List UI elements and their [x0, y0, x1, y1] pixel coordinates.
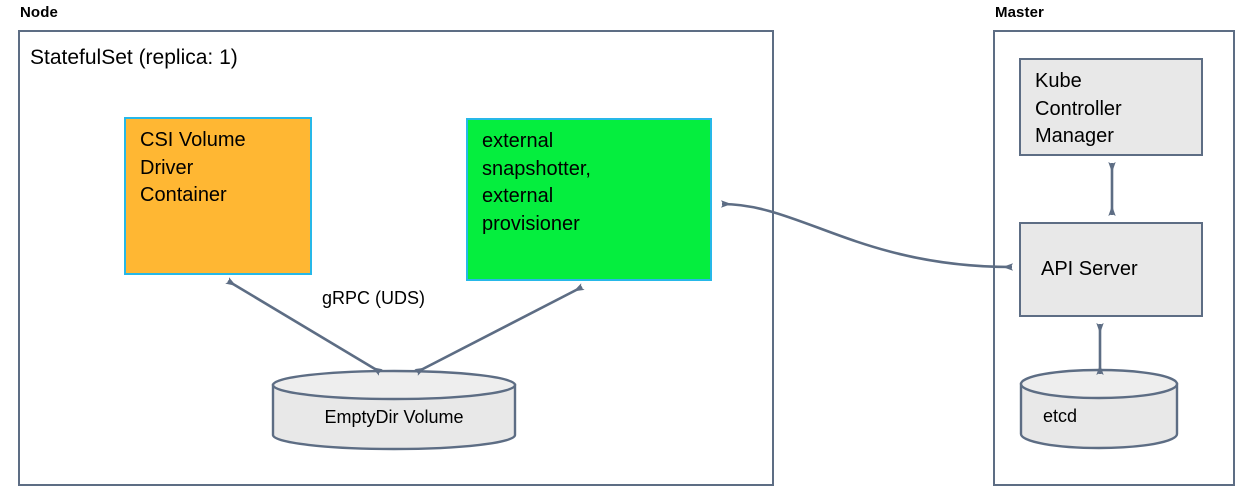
group-label-node: Node — [20, 4, 58, 21]
node-external-sidecars[interactable]: external snapshotter, external provision… — [466, 118, 712, 281]
sidecar-line-3: external — [482, 185, 554, 208]
node-api-server[interactable]: API Server — [1019, 222, 1203, 317]
group-label-master: Master — [995, 4, 1044, 21]
emptydir-cylinder-shape — [271, 369, 517, 451]
api-server-label: API Server — [1041, 257, 1138, 280]
node-emptydir-volume[interactable]: EmptyDir Volume — [271, 369, 517, 451]
kcm-line-2: Controller — [1035, 97, 1122, 120]
statefulset-title: StatefulSet (replica: 1) — [30, 46, 238, 69]
node-kube-controller-manager[interactable]: Kube Controller Manager — [1019, 58, 1203, 156]
edge-label-grpc-uds: gRPC (UDS) — [322, 288, 426, 308]
csi-line-1: CSI Volume — [140, 129, 246, 151]
node-etcd[interactable]: etcd — [1019, 368, 1179, 450]
edge-sidecars-to-emptydir — [414, 283, 585, 376]
sidecar-line-1: external — [482, 130, 554, 152]
etcd-cylinder-shape — [1019, 368, 1179, 450]
sidecar-line-2: snapshotter, — [482, 157, 591, 180]
node-csi-volume-driver-container[interactable]: CSI Volume Driver Container — [124, 117, 312, 275]
kcm-line-3: Manager — [1035, 125, 1114, 148]
sidecar-line-4: provisioner — [482, 212, 580, 235]
edge-csi-to-emptydir — [225, 277, 383, 376]
csi-line-2: Driver — [140, 156, 194, 179]
kcm-line-1: Kube — [1035, 70, 1082, 92]
edge-sidecars-to-apiserver — [720, 200, 1014, 271]
csi-line-3: Container — [140, 184, 227, 207]
